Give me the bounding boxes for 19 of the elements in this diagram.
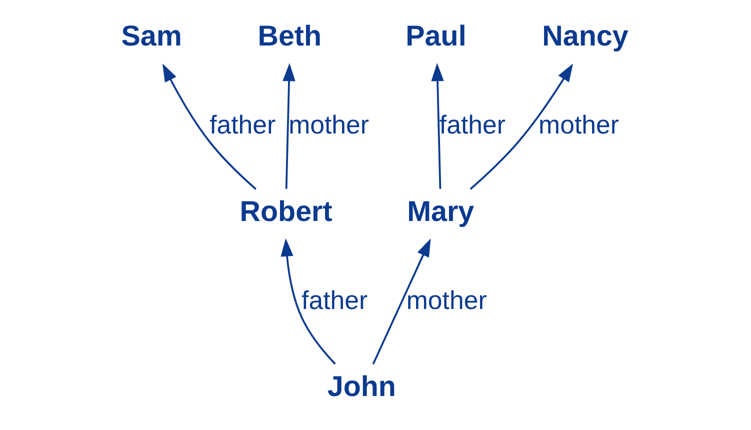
- node-text: John: [327, 371, 396, 403]
- arrow: [470, 63, 574, 190]
- arrow: [372, 238, 431, 365]
- arrow: [280, 238, 336, 365]
- node-text: Robert: [240, 196, 332, 228]
- node-text: Sam: [121, 20, 182, 52]
- arrow: [162, 64, 256, 190]
- node-text: Nancy: [542, 20, 628, 52]
- node-text: Mary: [407, 196, 474, 228]
- edge-label: father: [210, 112, 276, 140]
- arrow: [282, 63, 296, 189]
- edge-label: mother: [538, 112, 619, 140]
- edge-label: father: [302, 286, 368, 315]
- edge-label: mother: [406, 286, 487, 315]
- arrow: [431, 63, 444, 189]
- edge-label: father: [439, 112, 506, 140]
- node-text: Paul: [406, 20, 466, 52]
- node-text: Beth: [258, 20, 322, 52]
- edge-label: mother: [288, 112, 370, 140]
